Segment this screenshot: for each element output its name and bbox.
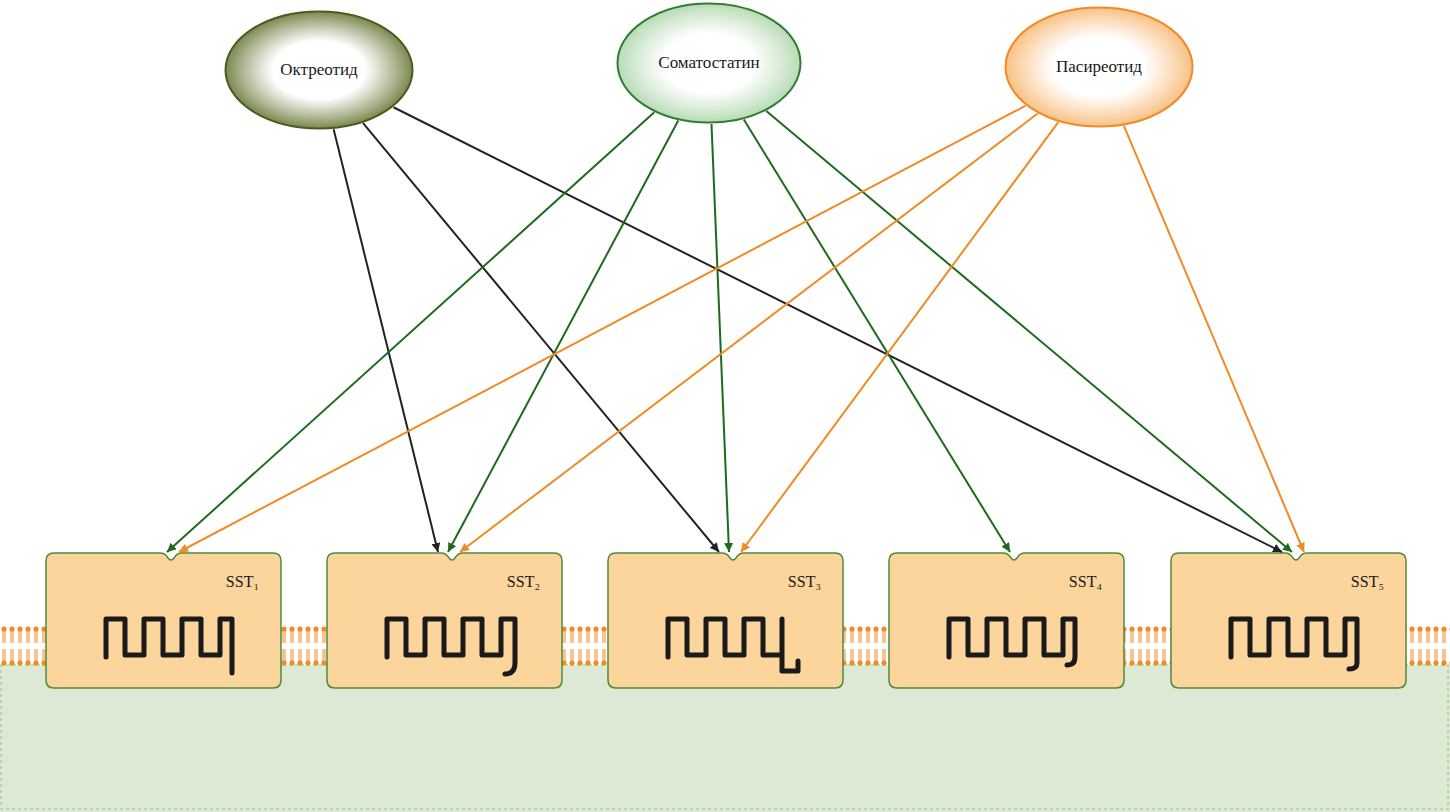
- binding-arrow: [393, 107, 1282, 552]
- receptor-box: SST₁: [46, 553, 281, 688]
- receptor-name: SST₅: [1351, 573, 1384, 591]
- drug-name: Соматостатин: [658, 53, 759, 73]
- binding-arrow: [448, 121, 678, 552]
- receptor-helices: [1231, 619, 1357, 669]
- binding-arrow: [741, 122, 1058, 552]
- receptor-outline: [46, 553, 281, 688]
- drug-ellipse: Пасиреотид: [1004, 6, 1194, 128]
- receptor-name: SST₃: [788, 573, 821, 591]
- receptor-box: SST₅: [1171, 553, 1406, 688]
- receptor-outline: [1171, 553, 1406, 688]
- receptor-box: SST₂: [327, 553, 562, 688]
- receptor-box: SST₃: [608, 553, 843, 688]
- binding-arrow: [460, 114, 1038, 552]
- binding-arrow: [766, 111, 1292, 552]
- receptor-helices: [387, 619, 515, 674]
- receptor-outline: [327, 553, 562, 688]
- receptor-helices: [949, 619, 1075, 665]
- receptor-shapes: [46, 553, 1406, 688]
- binding-arrow: [334, 129, 438, 552]
- binding-arrow: [1124, 126, 1304, 552]
- drug-ellipse: Октреотид: [224, 10, 414, 130]
- binding-arrow: [711, 124, 729, 552]
- receptor-helices: [668, 619, 798, 671]
- receptor-name: SST₄: [1069, 573, 1102, 591]
- receptor-outline: [889, 553, 1124, 688]
- drug-ellipse: Соматостатин: [616, 2, 802, 124]
- binding-arrow: [167, 112, 654, 552]
- drug-name: Пасиреотид: [1056, 57, 1142, 77]
- receptor-name: SST₁: [226, 573, 259, 591]
- receptor-box: SST₄: [889, 553, 1124, 688]
- binding-arrow: [179, 106, 1026, 552]
- receptor-helices: [106, 619, 232, 673]
- receptor-name: SST₂: [507, 573, 540, 591]
- binding-arrow: [363, 123, 719, 552]
- drug-name: Октреотид: [280, 60, 357, 80]
- receptor-outline: [608, 553, 843, 688]
